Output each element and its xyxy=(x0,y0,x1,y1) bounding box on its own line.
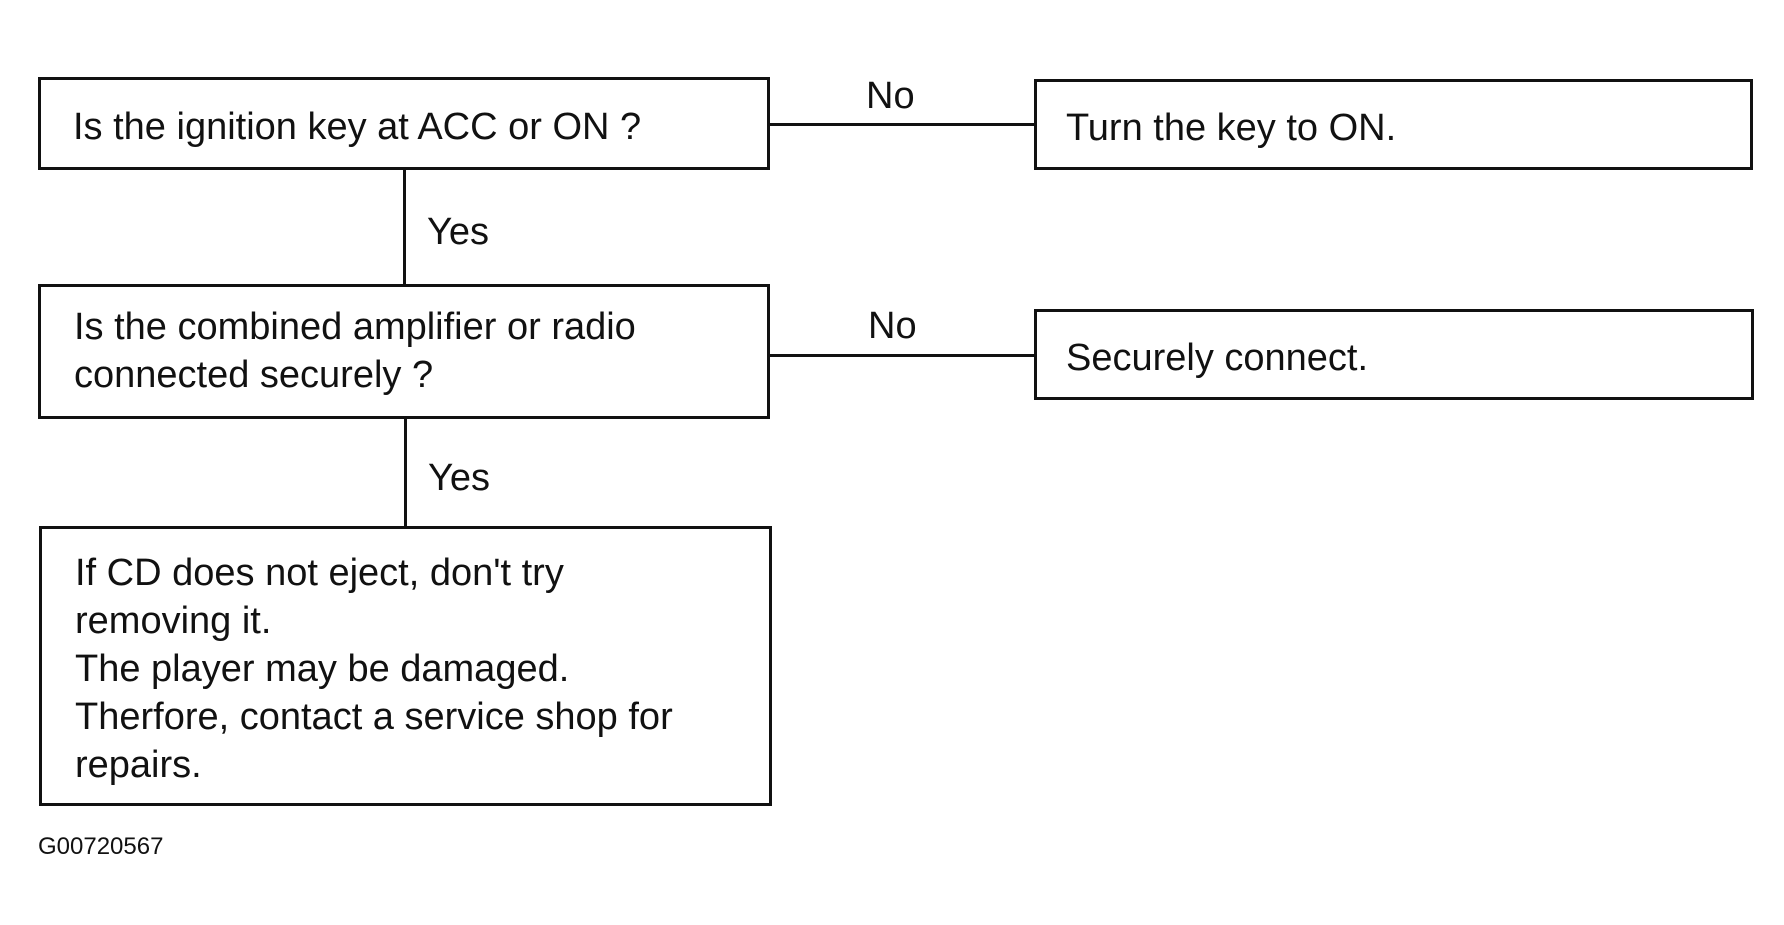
edge-label-no-1: No xyxy=(866,75,915,117)
result-line-1: If CD does not eject, don't try xyxy=(75,552,564,594)
action-securely-connect-text: Securely connect. xyxy=(1066,337,1369,379)
action-securely-connect-box: Securely connect. xyxy=(1034,309,1754,400)
edge-label-no-2: No xyxy=(868,305,917,347)
question-amplifier-line-1: Is the combined amplifier or radio xyxy=(74,306,636,348)
result-cd-eject-box: If CD does not eject, don't try removing… xyxy=(39,526,772,806)
edge-label-yes-1: Yes xyxy=(427,211,489,253)
edge-label-yes-2: Yes xyxy=(428,457,490,499)
connector-q2-no xyxy=(770,354,1034,357)
question-amplifier-box: Is the combined amplifier or radio conne… xyxy=(38,284,770,419)
action-turn-key-text: Turn the key to ON. xyxy=(1066,107,1397,149)
question-amplifier-line-2: connected securely ? xyxy=(74,354,434,396)
figure-id: G00720567 xyxy=(38,833,164,860)
connector-q2-yes xyxy=(404,419,407,527)
result-line-5: repairs. xyxy=(75,744,202,786)
question-ignition-key-box: Is the ignition key at ACC or ON ? xyxy=(38,77,770,170)
question-ignition-key-text: Is the ignition key at ACC or ON ? xyxy=(73,106,642,148)
result-line-3: The player may be damaged. xyxy=(75,648,570,690)
action-turn-key-box: Turn the key to ON. xyxy=(1034,79,1753,170)
connector-q1-no xyxy=(770,123,1034,126)
result-line-2: removing it. xyxy=(75,600,272,642)
connector-q1-yes xyxy=(403,170,406,284)
result-line-4: Therfore, contact a service shop for xyxy=(75,696,673,738)
